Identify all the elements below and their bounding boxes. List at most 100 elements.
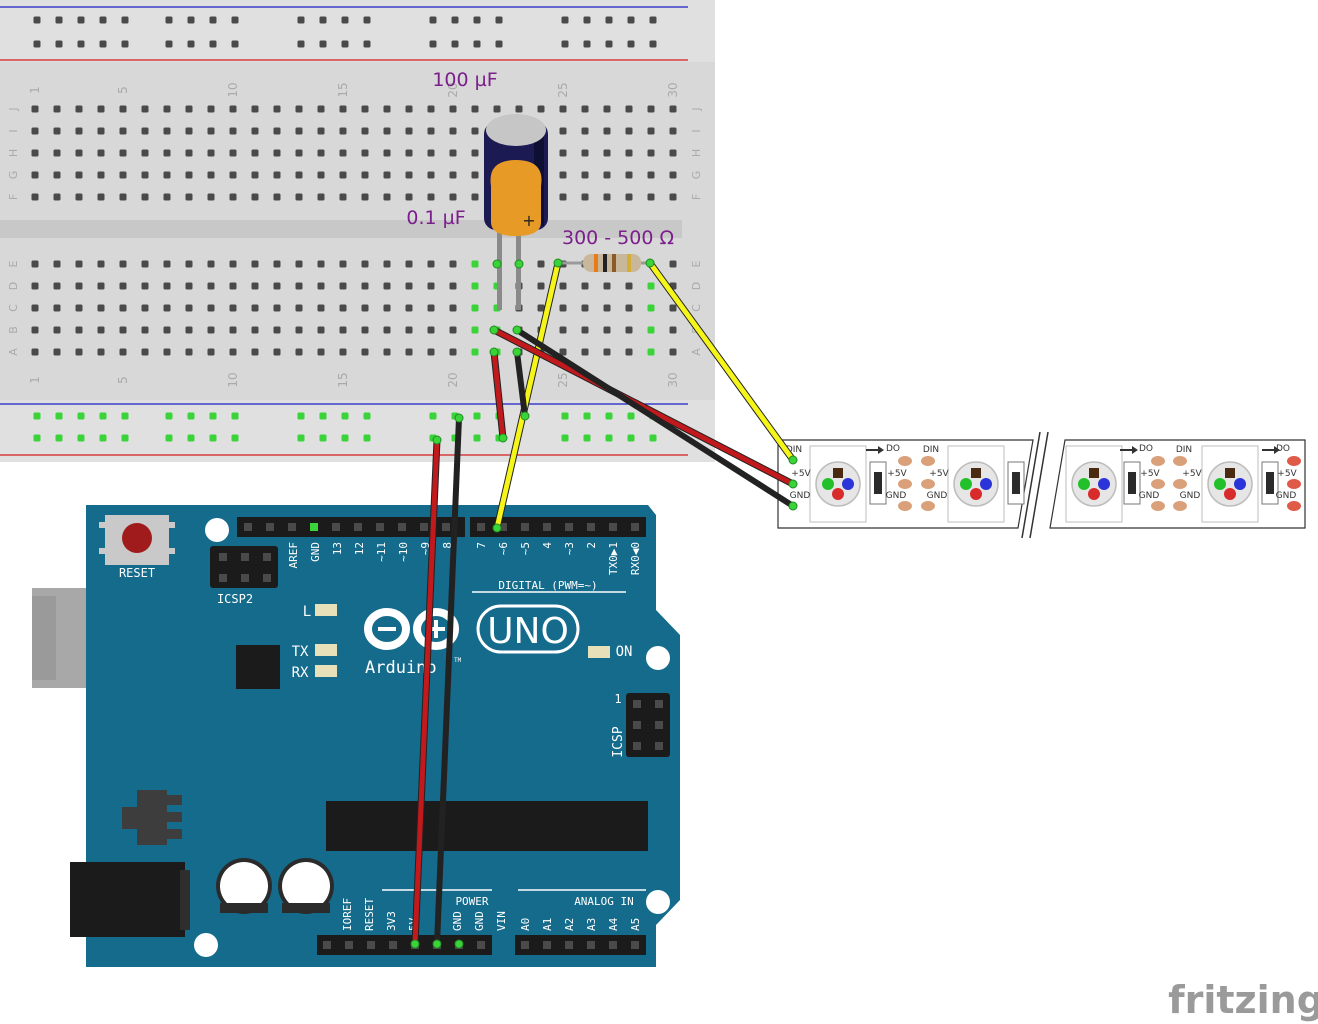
breadboard-hole <box>625 304 633 312</box>
breadboard-hole <box>251 260 259 268</box>
breadboard-hole <box>383 326 391 334</box>
breadboard-hole <box>185 304 193 312</box>
breadboard-hole <box>141 326 149 334</box>
breadboard-hole <box>207 105 215 113</box>
breadboard-hole <box>207 304 215 312</box>
power-header <box>317 935 492 955</box>
breadboard-hole <box>273 260 281 268</box>
icsp2-pin <box>241 574 249 582</box>
header-pin <box>288 523 296 531</box>
breadboard-hole <box>405 105 413 113</box>
reset-button-cap[interactable] <box>122 523 152 553</box>
column-number: 5 <box>116 86 130 94</box>
breadboard-hole <box>295 260 303 268</box>
wire-yellow-to-din[interactable] <box>647 260 796 463</box>
breadboard-hole <box>583 434 591 442</box>
board-capacitor <box>278 858 334 914</box>
breadboard-hole <box>537 304 545 312</box>
row-letter: D <box>7 282 20 290</box>
breadboard-hole <box>33 40 41 48</box>
solder-pad <box>1173 501 1187 511</box>
breadboard-hole <box>339 348 347 356</box>
breadboard-hole <box>581 193 589 201</box>
breadboard-hole <box>165 16 173 24</box>
breadboard-hole <box>229 326 237 334</box>
solder-pad <box>921 456 935 466</box>
breadboard-hole <box>97 193 105 201</box>
row-letter: H <box>7 149 20 157</box>
breadboard-hole <box>495 40 503 48</box>
breadboard-hole <box>361 326 369 334</box>
solder-pad <box>921 479 935 489</box>
header-pin <box>477 523 485 531</box>
led-tx <box>315 644 337 656</box>
breadboard-hole <box>449 304 457 312</box>
row-letter: C <box>690 304 703 312</box>
fritzing-watermark: fritzing <box>1168 978 1318 1022</box>
breadboard-hole <box>295 127 303 135</box>
breadboard-hole <box>119 348 127 356</box>
mounting-hole <box>194 933 218 957</box>
breadboard-hole <box>449 282 457 290</box>
breadboard-hole <box>207 149 215 157</box>
breadboard-hole <box>559 282 567 290</box>
wire-black-jumper[interactable] <box>514 349 528 419</box>
row-letter: H <box>690 149 703 157</box>
breadboard-hole <box>295 171 303 179</box>
power-pin-label: IOREF <box>341 898 354 931</box>
wire-endpoint <box>512 325 522 335</box>
breadboard-hole <box>119 127 127 135</box>
breadboard-hole <box>119 282 127 290</box>
breadboard-hole <box>185 260 193 268</box>
breadboard-hole <box>97 171 105 179</box>
wire-red-to-strip-5v[interactable] <box>491 327 796 487</box>
breadboard-hole <box>141 105 149 113</box>
wire-yellow-data-in[interactable] <box>494 260 561 531</box>
breadboard-hole <box>583 412 591 420</box>
wire-red-5v[interactable] <box>412 437 440 947</box>
breadboard-hole <box>581 127 589 135</box>
breadboard-hole <box>515 105 523 113</box>
breadboard-hole <box>75 282 83 290</box>
row-letter: C <box>7 304 20 312</box>
breadboard-hole <box>251 105 259 113</box>
icsp2-pin <box>263 553 271 561</box>
breadboard-hole <box>141 348 149 356</box>
breadboard-hole <box>251 193 259 201</box>
analog-pin-label: A5 <box>629 918 642 931</box>
breadboard-hole <box>273 193 281 201</box>
breadboard-hole <box>53 127 61 135</box>
breadboard-hole <box>119 304 127 312</box>
breadboard-hole <box>231 40 239 48</box>
breadboard-hole <box>647 193 655 201</box>
breadboard-hole <box>383 282 391 290</box>
breadboard-hole <box>647 171 655 179</box>
header-pin <box>376 523 384 531</box>
board-capacitor <box>216 858 272 914</box>
breadboard-hole <box>319 434 327 442</box>
breadboard-hole <box>165 434 173 442</box>
breadboard-hole <box>363 412 371 420</box>
breadboard-hole <box>625 282 633 290</box>
breadboard-hole <box>229 193 237 201</box>
breadboard-hole <box>361 304 369 312</box>
breadboard-hole <box>495 16 503 24</box>
breadboard-hole <box>471 304 479 312</box>
wire-black-to-strip-gnd[interactable] <box>514 327 796 509</box>
wire-red-jumper[interactable] <box>491 349 506 441</box>
breadboard-hole <box>449 193 457 201</box>
led-l <box>315 604 337 616</box>
wire-black-gnd[interactable] <box>434 415 462 947</box>
breadboard-hole <box>163 304 171 312</box>
breadboard-hole <box>581 304 589 312</box>
breadboard-hole <box>295 282 303 290</box>
wire-endpoint <box>788 479 798 489</box>
trademark: TM <box>454 657 462 664</box>
strip-pin-label: DO <box>1276 444 1290 454</box>
breadboard-hole <box>341 16 349 24</box>
header-pin <box>631 941 639 949</box>
breadboard-hole <box>75 193 83 201</box>
breadboard-hole <box>207 193 215 201</box>
icsp-pin1-label: 1 <box>614 692 621 706</box>
header-pin <box>332 523 340 531</box>
